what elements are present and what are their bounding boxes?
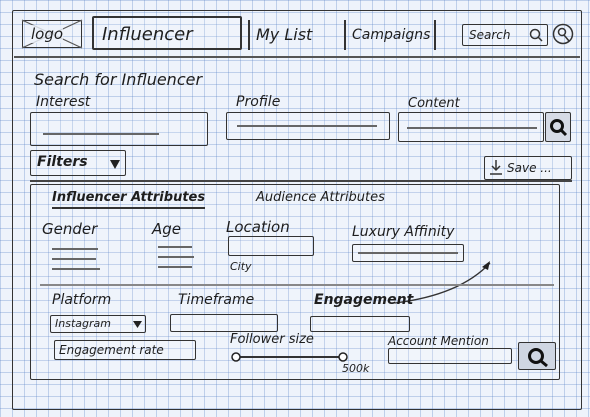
profile-label: Profile [236, 94, 281, 110]
placeholder-line [43, 133, 159, 135]
luxury-affinity-label: Luxury Affinity [352, 224, 455, 240]
interest-label: Interest [36, 94, 91, 110]
logo-text: logo [31, 25, 64, 43]
filters-label: Filters [37, 154, 88, 170]
slider-handle-icon[interactable] [231, 352, 241, 362]
page-frame [12, 10, 582, 410]
platform-select[interactable]: Instagram [50, 315, 146, 333]
age-option-line [158, 246, 192, 248]
timeframe-label: Timeframe [178, 292, 255, 308]
nav-bar: logo Influencer My List Campaigns Search [16, 14, 578, 54]
engagement-rate-label: Engagement rate [59, 343, 164, 357]
slider-handle-icon[interactable] [338, 352, 348, 362]
nav-divider [344, 20, 346, 50]
nav-divider [434, 20, 436, 50]
age-option-line [158, 266, 192, 268]
gender-option-line [52, 248, 98, 250]
chevron-down-icon [133, 321, 142, 328]
gender-option-line [52, 268, 100, 270]
tab-campaigns[interactable]: Campaigns [352, 27, 431, 43]
content-search-button[interactable] [545, 112, 571, 142]
search-icon [528, 348, 548, 368]
arrow-icon [394, 261, 491, 304]
save-label: Save ... [507, 161, 552, 175]
save-icon [490, 160, 502, 175]
filter-search-button[interactable] [518, 342, 556, 370]
follower-size-value: 500k [342, 362, 370, 375]
platform-value: Instagram [55, 317, 111, 330]
logo-box: logo [21, 19, 83, 49]
nav-search-label: Search [469, 28, 511, 42]
platform-label: Platform [52, 292, 112, 308]
tab-influencer-label: Influencer [102, 24, 193, 45]
city-label: City [230, 260, 252, 273]
attributes-panel [30, 184, 560, 380]
section-divider [40, 284, 554, 286]
gender-option-line [52, 258, 96, 260]
content-label: Content [408, 96, 460, 111]
tab-audience-attributes[interactable]: Audience Attributes [256, 190, 385, 205]
profile-input[interactable] [226, 112, 390, 140]
age-option-line [158, 256, 194, 258]
nav-underline [14, 56, 580, 58]
timeframe-input[interactable] [170, 314, 278, 332]
follower-size-slider-track[interactable] [236, 356, 344, 358]
search-heading: Search for Influencer [34, 70, 203, 89]
engagement-input[interactable] [310, 316, 410, 332]
nav-divider [248, 20, 250, 50]
placeholder-line [237, 125, 377, 127]
engagement-label: Engagement [314, 292, 414, 308]
nav-search-button[interactable]: Search [462, 24, 548, 46]
tab-influencer[interactable]: Influencer [92, 16, 242, 50]
toolbar-underline [30, 180, 572, 182]
tab-influencer-attributes[interactable]: Influencer Attributes [52, 190, 206, 209]
account-mention-label: Account Mention [388, 334, 489, 348]
content-input[interactable] [398, 112, 544, 142]
save-button[interactable]: Save ... [484, 156, 572, 180]
account-mention-input[interactable] [388, 348, 512, 364]
filters-button[interactable]: Filters [30, 150, 126, 176]
luxury-affinity-line [358, 252, 458, 254]
search-icon [529, 28, 543, 42]
chevron-down-icon [110, 160, 120, 169]
engagement-rate-input[interactable]: Engagement rate [54, 340, 196, 360]
tab-my-list[interactable]: My List [256, 25, 313, 44]
gender-label: Gender [42, 220, 98, 238]
search-icon [550, 119, 568, 137]
location-label: Location [226, 218, 290, 236]
user-profile-icon[interactable] [552, 23, 574, 45]
interest-input[interactable] [30, 112, 208, 146]
follower-size-label: Follower size [230, 332, 314, 347]
age-label: Age [152, 220, 182, 238]
placeholder-line [407, 127, 537, 129]
location-input[interactable] [228, 236, 314, 256]
